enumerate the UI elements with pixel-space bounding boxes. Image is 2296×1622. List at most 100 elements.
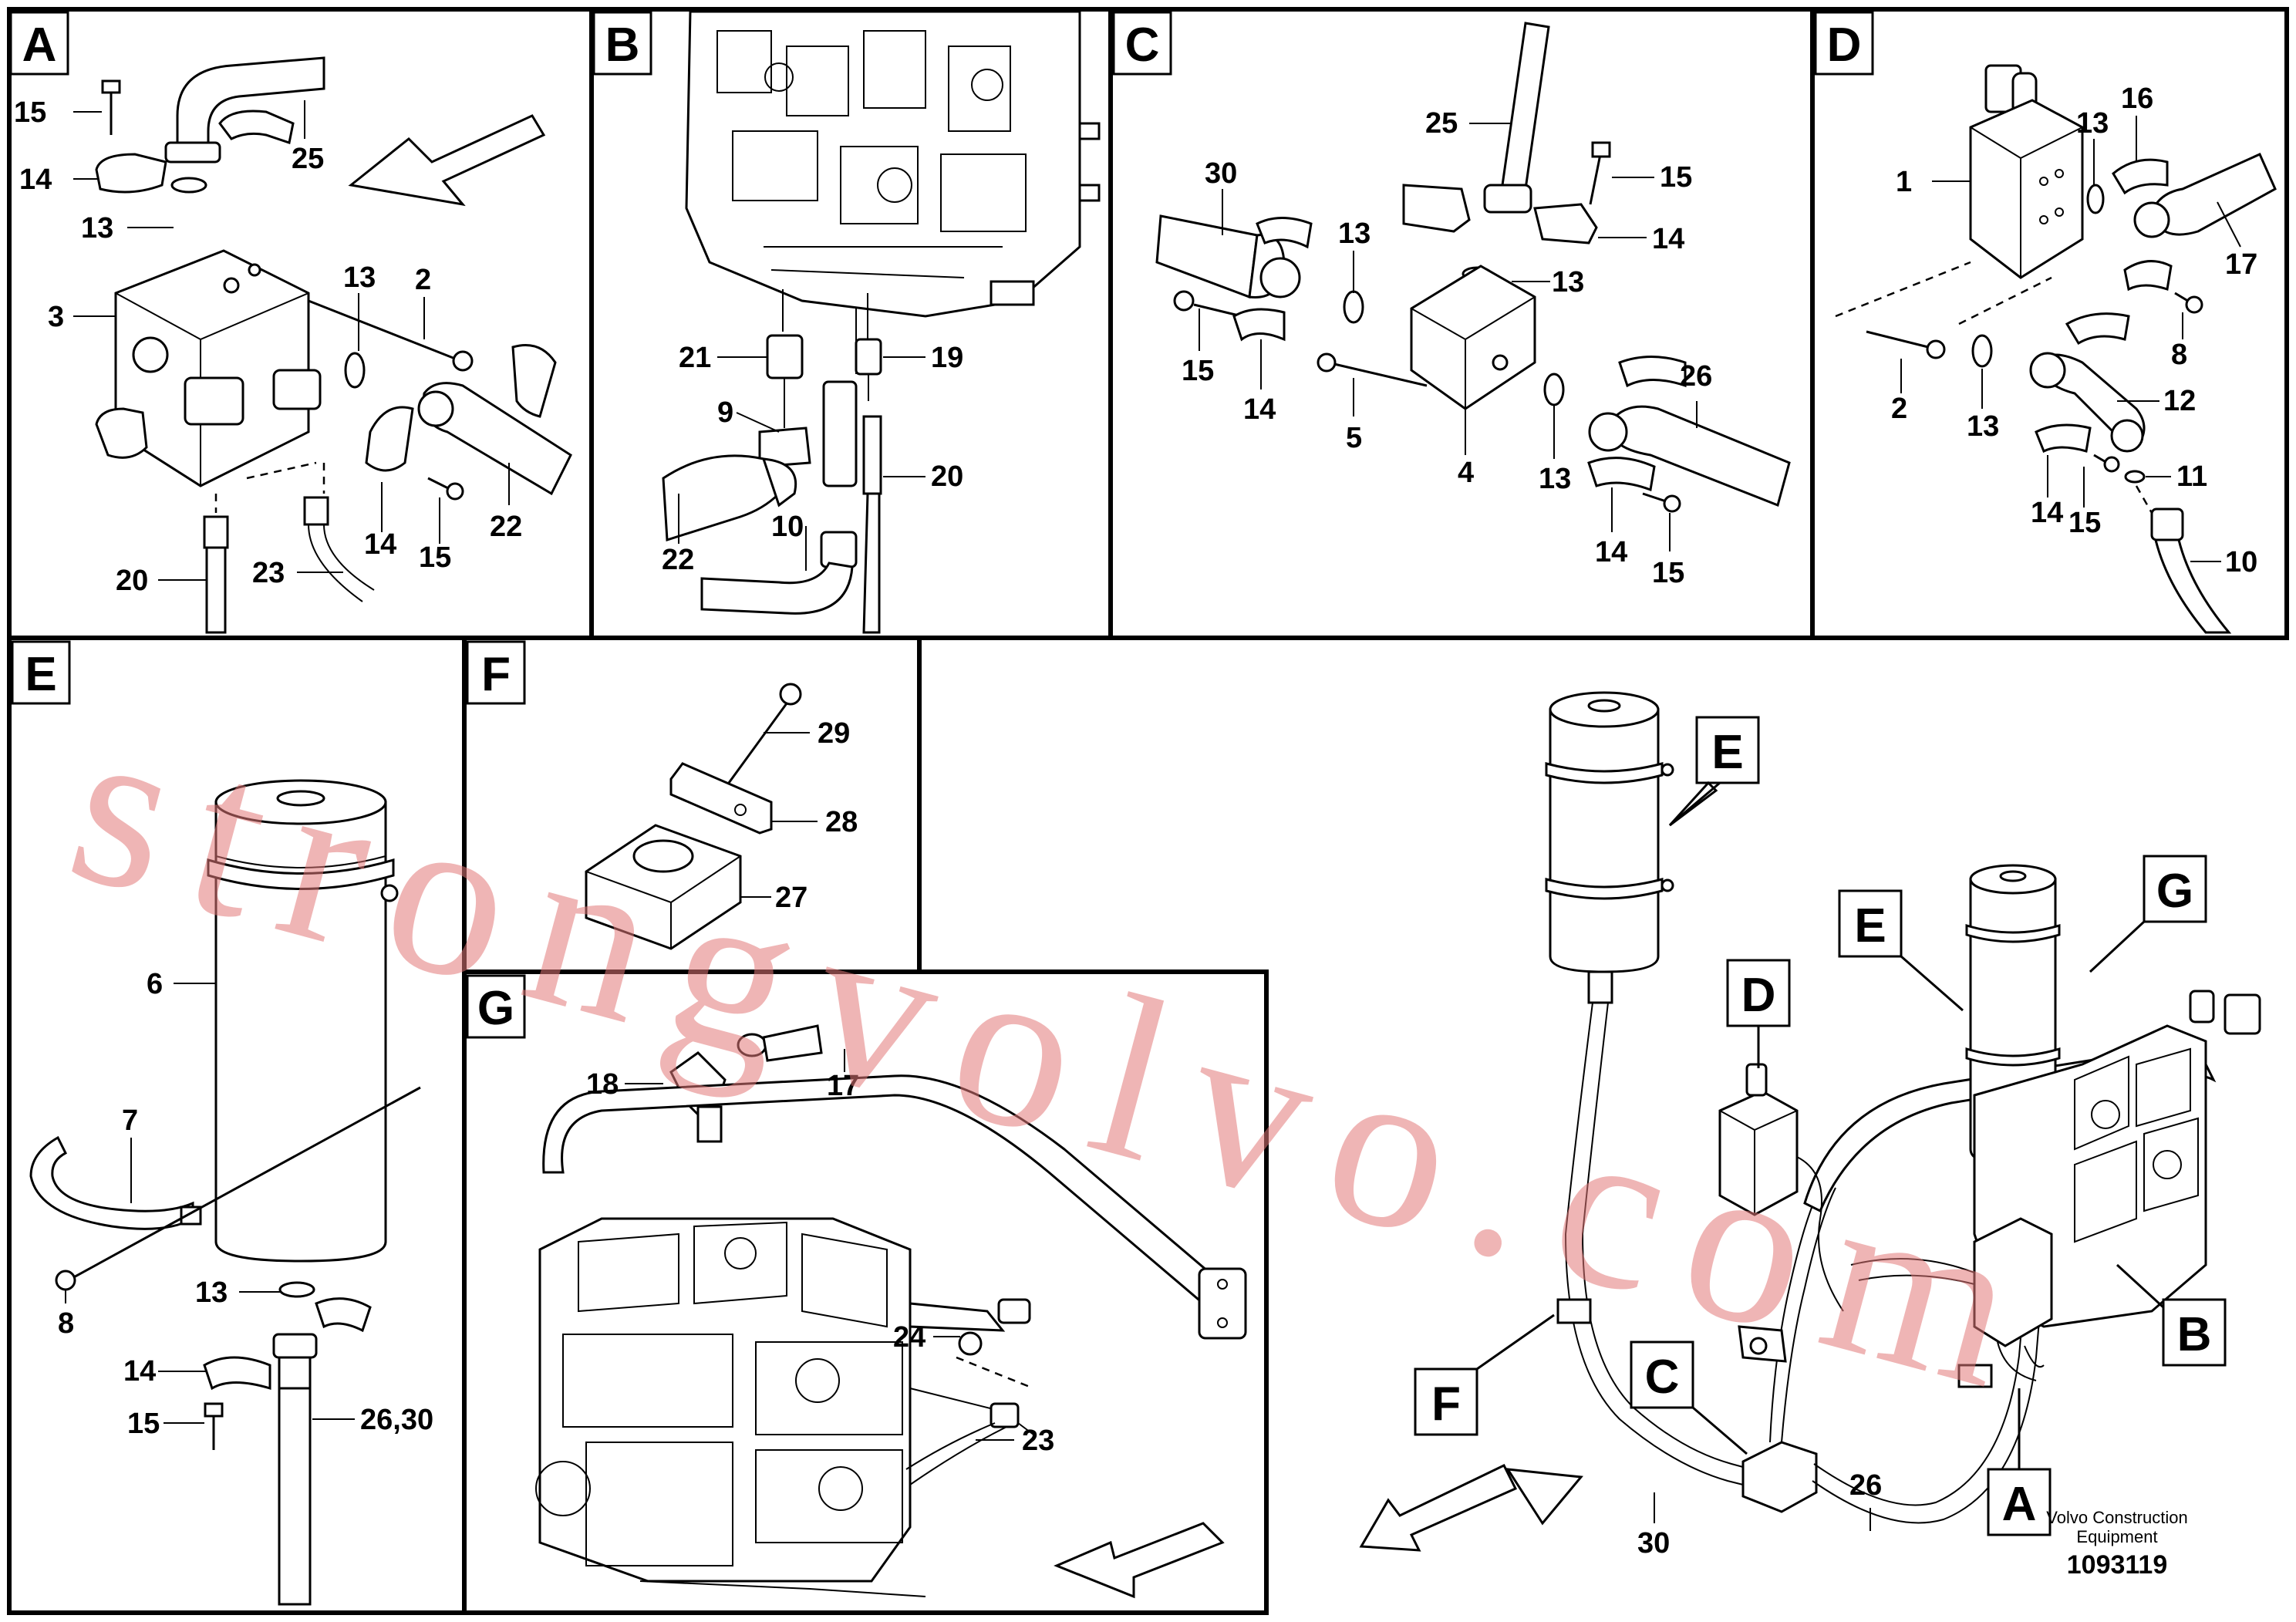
svg-text:6: 6 [147,968,163,1000]
svg-text:26: 26 [1849,1469,1882,1502]
svg-text:14: 14 [364,528,396,561]
panel-label-E: E [11,640,71,705]
svg-text:D: D [1827,19,1862,72]
svg-text:G: G [2156,865,2193,918]
svg-text:2: 2 [415,264,431,296]
panel-a-numbers: 15 14 13 3 13 2 25 14 15 22 20 23 [14,96,522,597]
panel-a-drawing [95,56,572,634]
overview-hose-labels: 30 26 [1637,1469,1882,1560]
svg-text:E: E [1711,726,1743,779]
svg-text:24: 24 [893,1321,925,1354]
panel-a-leaders [73,100,510,581]
panel-label-C: C [1112,11,1172,76]
svg-text:14: 14 [1243,393,1276,426]
svg-text:15: 15 [127,1408,160,1440]
svg-text:20: 20 [931,460,963,493]
svg-text:20: 20 [116,565,148,597]
svg-text:28: 28 [825,806,858,838]
svg-text:F: F [1431,1378,1461,1431]
svg-text:C: C [1125,19,1160,72]
svg-text:1: 1 [1896,166,1912,198]
svg-text:23: 23 [252,557,285,589]
panel-f-numbers: 29 28 27 [775,717,858,914]
svg-text:13: 13 [1967,410,1999,443]
panel-d-drawing [1835,64,2277,634]
panel-e-drawing [29,779,421,1606]
drawing-footer: Volvo Construction Equipment 1093119 [2046,1508,2187,1580]
svg-text:10: 10 [771,511,804,543]
svg-text:2: 2 [1891,393,1907,425]
svg-text:14: 14 [2031,497,2063,529]
svg-text:22: 22 [662,544,694,576]
svg-text:30: 30 [1205,157,1237,190]
svg-text:4: 4 [1458,457,1474,489]
panel-b-drawing [662,10,1101,634]
overview-callouts: E E G D B C F A [1414,716,2227,1536]
svg-text:15: 15 [1652,557,1684,589]
panel-d-numbers: 13 16 1 17 8 2 12 13 11 14 15 10 [1891,83,2257,578]
svg-text:A: A [2002,1478,2037,1531]
panel-label-A: A [9,11,69,76]
panel-g-numbers: 18 17 24 23 [586,1068,1054,1457]
panel-label-F: F [466,640,526,705]
svg-text:25: 25 [1425,107,1458,140]
panel-label-D: D [1814,11,1874,76]
svg-text:12: 12 [2163,385,2196,417]
svg-text:1093119: 1093119 [2067,1550,2168,1580]
svg-text:Volvo Construction: Volvo Construction [2046,1508,2187,1527]
svg-text:Equipment: Equipment [2076,1527,2157,1546]
svg-text:B: B [605,19,640,72]
panel-d-leaders [1900,116,2241,562]
svg-text:19: 19 [931,342,963,374]
svg-text:13: 13 [343,261,376,294]
panel-label-G: G [466,974,526,1039]
svg-text:13: 13 [1552,266,1584,298]
panel-e-numbers: 6 7 8 13 14 26,30 15 [58,968,433,1440]
panel-f-leaders [740,732,818,898]
panel-c-numbers: 25 15 30 13 14 13 15 14 5 4 26 13 14 15 [1182,107,1712,589]
svg-text:29: 29 [818,717,850,750]
svg-text:8: 8 [2171,339,2187,371]
svg-text:C: C [1645,1351,1680,1404]
panel-label-B: B [592,11,652,76]
svg-text:7: 7 [122,1104,138,1137]
panel-c-leaders [1199,123,1698,551]
svg-text:14: 14 [123,1355,156,1388]
svg-text:10: 10 [2225,546,2257,578]
svg-text:15: 15 [14,96,46,129]
svg-text:E: E [25,648,56,701]
svg-text:3: 3 [48,301,64,333]
svg-text:27: 27 [775,882,807,914]
panel-b-leaders [678,356,925,571]
svg-text:26: 26 [1680,360,1712,393]
panel-b-numbers: 21 19 9 20 22 10 [662,342,963,576]
svg-text:22: 22 [490,511,522,543]
svg-text:15: 15 [1660,161,1692,194]
svg-text:11: 11 [2176,460,2207,493]
svg-text:G: G [477,982,514,1035]
svg-text:13: 13 [1539,463,1571,495]
overview-drawing [1359,691,2261,1552]
svg-text:9: 9 [717,396,733,429]
svg-text:14: 14 [1595,536,1627,568]
panel-e-leaders [65,983,355,1424]
svg-text:5: 5 [1346,422,1362,454]
svg-text:17: 17 [827,1070,859,1102]
svg-text:F: F [481,648,511,701]
svg-text:14: 14 [1652,223,1684,255]
svg-text:A: A [22,19,57,72]
svg-text:18: 18 [586,1068,619,1101]
svg-text:14: 14 [19,164,52,196]
svg-text:30: 30 [1637,1527,1670,1560]
svg-text:13: 13 [195,1276,228,1309]
svg-text:D: D [1741,969,1776,1022]
svg-text:13: 13 [2076,107,2109,140]
panel-g-drawing [535,1024,1247,1599]
svg-text:15: 15 [1182,355,1214,387]
svg-text:21: 21 [679,342,711,374]
panel-frames [7,7,2289,1615]
svg-text:8: 8 [58,1307,74,1340]
svg-text:17: 17 [2225,248,2257,281]
panel-g-leaders [625,1049,1014,1441]
